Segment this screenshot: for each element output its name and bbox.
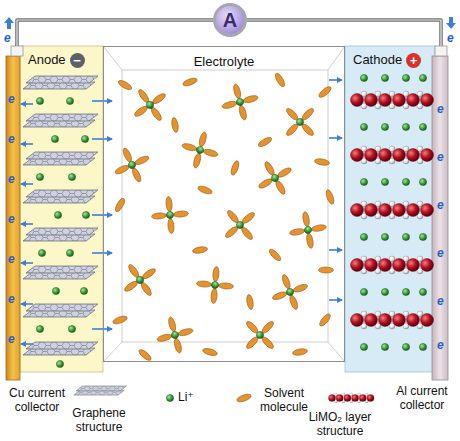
electron-label: e <box>8 252 15 266</box>
wire-core <box>247 20 441 46</box>
legend-item: Graphene structure <box>68 406 130 434</box>
label-box: e <box>437 338 444 352</box>
label-box: e <box>437 150 444 164</box>
electron-label: e <box>437 338 444 352</box>
legend-text: Graphene structure <box>68 406 130 434</box>
electron-label: e <box>8 212 15 226</box>
electron-label: e <box>437 102 444 116</box>
legend-item: LiMO₂ layer structure <box>300 410 380 438</box>
collector-label: Al current collector <box>388 384 456 412</box>
node-text: Electrolyte <box>194 54 255 70</box>
wire-line <box>17 20 213 46</box>
node-text: − <box>73 54 81 67</box>
legend-text: Li⁺ <box>178 390 194 404</box>
label-box: e <box>8 172 15 186</box>
anode-panel: Anode− <box>6 46 103 380</box>
electron-label: e <box>8 332 15 346</box>
label-box: e <box>4 31 11 45</box>
legend-text: Solvent molecule <box>256 386 312 414</box>
label-box: e <box>437 246 444 260</box>
electron-label: e <box>8 172 15 186</box>
wire <box>17 20 213 46</box>
label-box: e <box>8 292 15 306</box>
wire-line <box>247 20 441 46</box>
label-box: e <box>437 102 444 116</box>
legend-item: Li⁺ <box>178 390 194 404</box>
label-box: e <box>437 198 444 212</box>
label-box: e <box>8 212 15 226</box>
electron-label: e <box>437 198 444 212</box>
electron-label: e <box>447 31 454 45</box>
label-box: e <box>437 294 444 308</box>
label-box: Al current collector <box>388 384 456 412</box>
wire-core <box>17 20 213 46</box>
label-box: e <box>8 332 15 346</box>
plus-terminal: + <box>406 53 421 68</box>
electrolyte-box: Electrolyte <box>103 46 345 362</box>
label-box: e <box>447 31 454 45</box>
node-text: + <box>410 54 418 67</box>
node-text: Cathode <box>353 52 402 68</box>
electron-label: e <box>8 92 15 106</box>
wire <box>247 20 441 46</box>
ammeter-circle: A <box>213 3 247 37</box>
electron-label: e <box>8 132 15 146</box>
label-box: e <box>8 252 15 266</box>
electron-label: e <box>437 246 444 260</box>
legend-text: LiMO₂ layer structure <box>300 410 380 438</box>
label-box: e <box>8 92 15 106</box>
label-box: e <box>8 132 15 146</box>
electron-label: e <box>8 292 15 306</box>
electron-label: e <box>437 294 444 308</box>
electron-label: e <box>437 150 444 164</box>
minus-terminal: − <box>70 53 85 68</box>
node-text: A <box>223 10 237 30</box>
label-box: Cu current collector <box>4 386 70 414</box>
legend-item: Solvent molecule <box>256 386 312 414</box>
cathode-panel: Cathode + <box>345 46 450 380</box>
electron-label: e <box>4 31 11 45</box>
collector-label: Cu current collector <box>4 386 70 414</box>
node-text: Anode <box>28 52 66 68</box>
